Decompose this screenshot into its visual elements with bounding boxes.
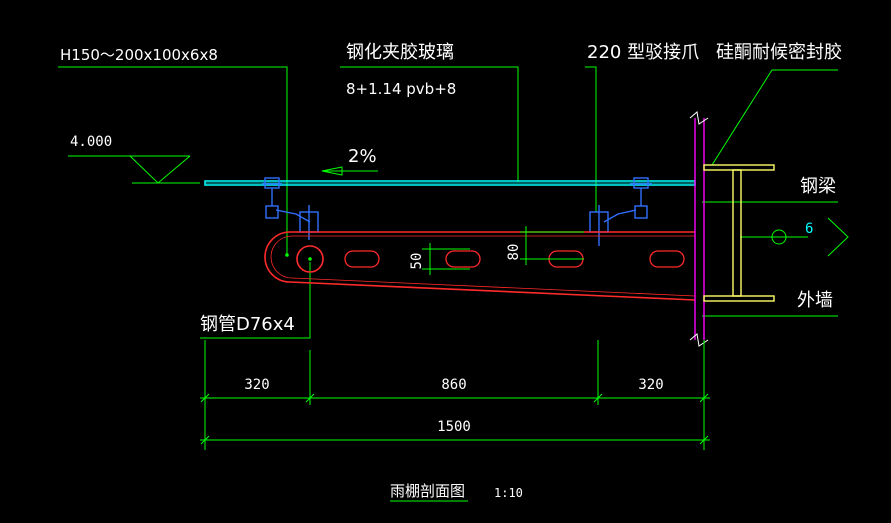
axis-tag-label: 6: [805, 221, 813, 237]
dim-right: 320: [638, 377, 663, 393]
inner-dims: [422, 226, 584, 275]
dim-middle: 860: [441, 377, 466, 393]
slot-1: [344, 250, 380, 268]
slot-4: [649, 250, 685, 268]
elevation-marker: 4.000: [68, 134, 200, 184]
dim-50-label: 50: [409, 253, 425, 270]
outer-wall: [689, 111, 709, 347]
leader-lines: [58, 66, 838, 339]
beam-spec-label: H150～200x100x6x8: [60, 46, 218, 64]
leader-pipe: [200, 262, 311, 339]
elevation-label: 4.000: [70, 134, 112, 150]
title-scale: 1:10: [494, 486, 523, 500]
pipe-label: 钢管D76x4: [200, 314, 295, 335]
drawing-title: 雨棚剖面图 1:10: [390, 482, 523, 502]
dim-total: 1500: [437, 419, 471, 435]
slope-arrow: 2%: [321, 146, 378, 176]
steel-h-beam: [703, 164, 775, 302]
slope-label: 2%: [348, 146, 377, 167]
leader-sealant: [711, 69, 838, 166]
fitting-label: 220 型驳接爪: [587, 42, 699, 63]
dim-80-label: 80: [506, 244, 522, 261]
cantilever-bracket: [264, 231, 696, 301]
sealant-label: 硅酮耐候密封胶: [716, 42, 842, 63]
outer-wall-label: 外墙: [797, 290, 833, 311]
dimension-lines: [200, 340, 710, 450]
steel-pipe: [296, 245, 324, 273]
title-name: 雨棚剖面图: [390, 482, 465, 500]
leader-beam-spec: [58, 66, 288, 255]
glass-name-label: 钢化夹胶玻璃: [346, 42, 454, 63]
axis-tag: 6: [771, 217, 849, 257]
slot-2: [445, 250, 481, 268]
leader-fitting: [585, 66, 597, 212]
glass-spec-label: 8+1.14 pvb+8: [346, 80, 456, 98]
spider-fitting-right: [589, 177, 652, 246]
steel-beam-label: 钢梁: [800, 176, 836, 197]
dim-left: 320: [244, 377, 269, 393]
leader-glass: [340, 66, 519, 182]
spider-fitting-left: [262, 177, 319, 240]
